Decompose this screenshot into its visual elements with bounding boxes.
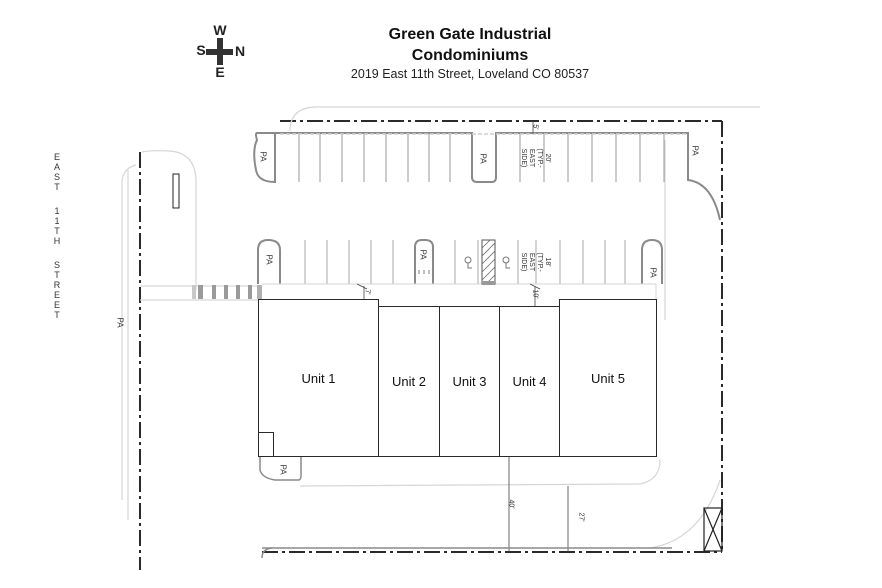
project-address: 2019 East 11th Street, Loveland CO 80537 <box>350 67 590 81</box>
unit-1[interactable]: Unit 1 <box>258 299 379 457</box>
compass-east: E <box>215 64 225 80</box>
dimension-unit4-setback: 10' <box>531 289 539 299</box>
parking-area-label: PA <box>648 267 658 278</box>
dimension-middle-stall-depth: 18' (TYP.- EAST SIDE) <box>520 252 551 272</box>
project-title: Green Gate Industrial <box>388 26 552 43</box>
dumpster-enclosure <box>703 507 723 552</box>
project-subtitle: Condominiums <box>411 47 529 64</box>
dimension-south-drive-27: 27' <box>577 512 585 522</box>
unit-5[interactable]: Unit 5 <box>559 299 657 457</box>
unit-3-label: Unit 3 <box>452 374 487 389</box>
top-parking-row <box>253 132 721 221</box>
dimension-top-stall-depth: 20' (TYP.- EAST SIDE) <box>520 148 551 168</box>
parking-area-label: PA <box>418 249 428 260</box>
middle-stall-lines <box>304 240 626 284</box>
compass-north: N <box>234 43 246 59</box>
crosswalk <box>192 285 262 299</box>
dimension-unit1-setback: 7' <box>363 289 371 295</box>
parking-area-label: PA <box>115 317 125 328</box>
accessible-aisle-hatch <box>481 239 496 285</box>
utility-box <box>172 173 180 209</box>
street-label: EAST 11TH STREET <box>52 152 62 320</box>
dimension-south-drive-40: 40' <box>507 499 515 509</box>
parking-area-label: PA <box>258 151 268 162</box>
unit-2[interactable]: Unit 2 <box>378 306 440 457</box>
compass: W S N E <box>194 22 254 82</box>
accessible-symbols <box>464 256 510 269</box>
unit-2-label: Unit 2 <box>392 374 426 389</box>
compass-south: S <box>196 42 206 58</box>
unit-4[interactable]: Unit 4 <box>499 306 560 457</box>
unit-4-label: Unit 4 <box>512 374 547 389</box>
dimension-top-setback: 5' <box>531 124 539 130</box>
bottom-parking-island <box>259 456 302 481</box>
parking-area-label: PA <box>264 254 274 265</box>
top-stall-lines <box>298 134 665 182</box>
unit-1-corner-room <box>258 432 274 457</box>
unit-5-label: Unit 5 <box>591 370 625 386</box>
parking-area-label: PA <box>278 464 288 475</box>
compass-west: W <box>213 22 227 38</box>
unit-3[interactable]: Unit 3 <box>439 306 500 457</box>
parking-area-label: PA <box>478 153 488 164</box>
parking-area-label: PA <box>690 145 700 156</box>
unit-1-label: Unit 1 <box>301 370 336 386</box>
middle-parking-row <box>257 238 663 284</box>
compass-cross-icon-vertical <box>217 38 223 65</box>
property-line <box>139 120 723 570</box>
